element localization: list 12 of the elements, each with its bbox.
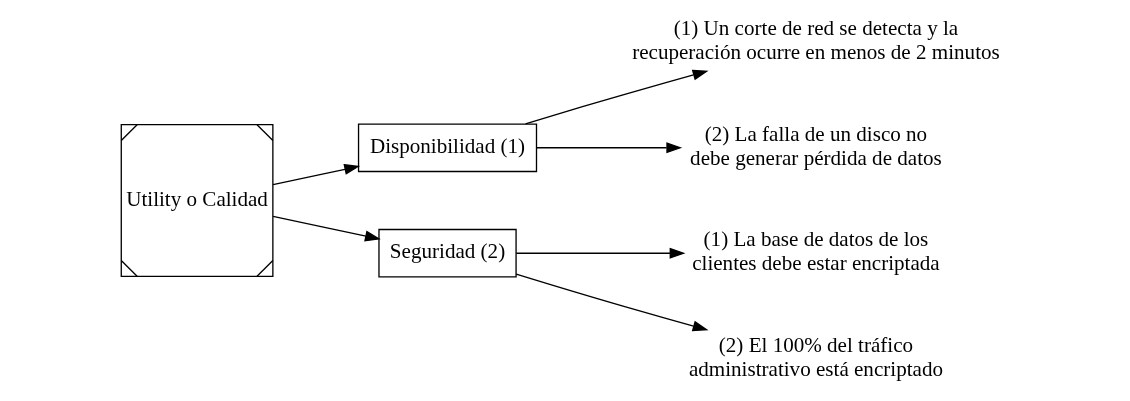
arrow [271, 163, 360, 186]
node-text: (2) La falla de un disco no debe generar pérdida de datos [689, 121, 942, 170]
node-text: (2) El 100% del tráfico administrativo está encriptado [688, 332, 943, 381]
arrow [515, 273, 709, 332]
arrow [271, 215, 381, 242]
arrow [515, 247, 685, 259]
node-text: (1) La base de datos de los clientes debe estar encriptada [691, 227, 940, 276]
arrow [524, 69, 709, 125]
node-box: Disponibilidad (1) [357, 123, 537, 173]
node-text: (1) Un corte de red se detecta y la recuperación ocurre en menos de 2 minutos [631, 16, 1000, 65]
node-box: Seguridad (2) [377, 228, 517, 278]
arrow [535, 142, 682, 154]
